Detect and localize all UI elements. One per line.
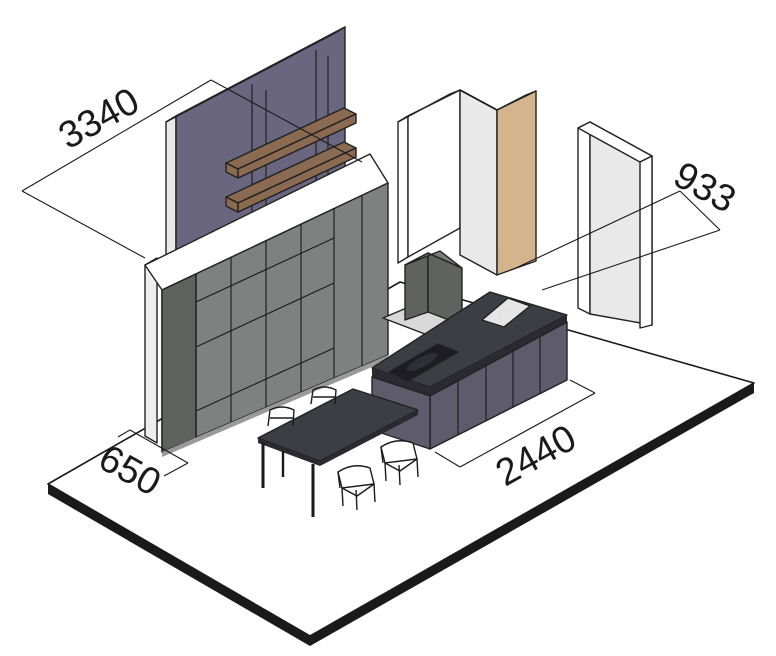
chair-back-right [310, 386, 337, 405]
wall-shelf-lower [225, 141, 357, 213]
tall-cabinet-block [144, 153, 389, 457]
range-hood [382, 250, 479, 337]
dimension-label-island-width: 933 [667, 154, 743, 221]
chair-back-left [267, 406, 295, 427]
dining-table [257, 388, 419, 517]
corner-wall-panel [397, 89, 537, 276]
wall-shelf-upper [225, 107, 357, 179]
right-partition-wall [577, 121, 653, 329]
chair-front-left [337, 465, 376, 511]
chair-front-right [380, 440, 419, 486]
